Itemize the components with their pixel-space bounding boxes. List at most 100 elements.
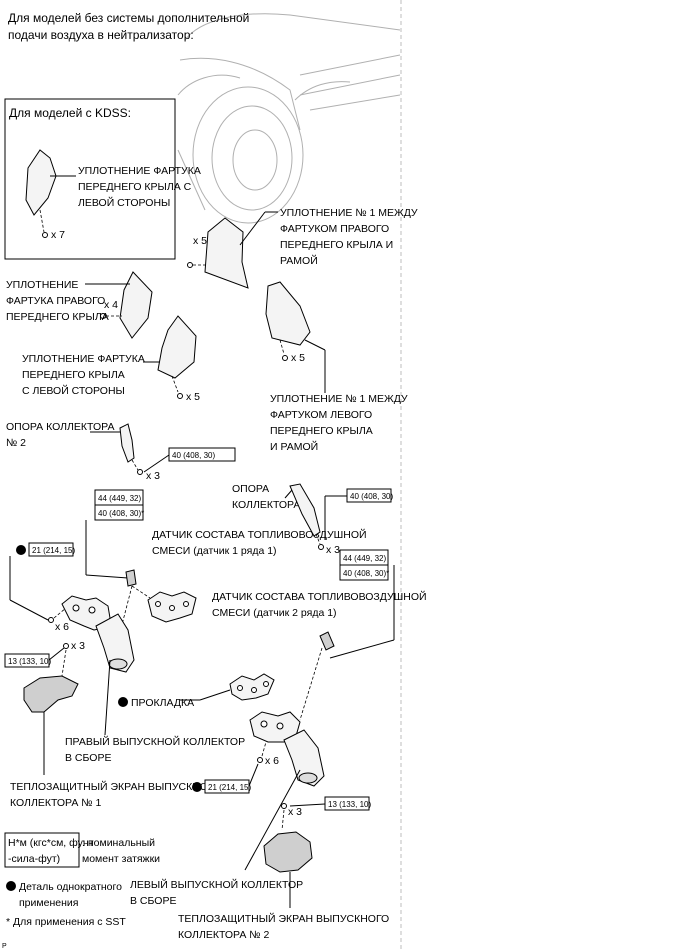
bolt-icon — [282, 355, 288, 361]
left-fender-label-3: С ЛЕВОЙ СТОРОНЫ — [22, 384, 125, 397]
kdss-seal-label-2: ПЕРЕДНЕГО КРЫЛА С — [78, 181, 192, 193]
right-seal-no1-part — [204, 217, 249, 289]
left-insulator-group: 13 (133, 10) x 3 ТЕПЛОЗАЩИТНЫЙ ЭКРАН ВЫП… — [178, 796, 389, 941]
left-fender-qty: x 5 — [186, 391, 200, 403]
stay2-torque: 40 (408, 30) — [172, 451, 215, 460]
left-seal-label-4: И РАМОЙ — [270, 440, 318, 453]
right-fender-label-3: ПЕРЕДНЕГО КРЫЛА — [6, 311, 109, 323]
non-reusable-marker-icon — [118, 697, 128, 707]
left-insulator-qty: x 3 — [288, 806, 302, 818]
insulator2-label-1: ТЕПЛОЗАЩИТНЫЙ ЭКРАН ВЫПУСКНОГО — [178, 912, 389, 925]
nut-icon — [257, 757, 263, 763]
right-manifold-fasteners: 21 (214, 15) x 6 — [9, 542, 75, 633]
bolt-icon — [177, 393, 183, 399]
left-manifold-converter — [283, 729, 325, 787]
right-fender-seal-group: x 4 УПЛОТНЕНИЕ ФАРТУКА ПРАВОГО ПЕРЕДНЕГО… — [6, 271, 153, 339]
bolt-icon — [187, 262, 193, 268]
non-reusable-marker-icon — [192, 782, 202, 792]
right-fender-label-1: УПЛОТНЕНИЕ — [6, 279, 78, 291]
right-insulator-part — [23, 675, 79, 713]
insulator1-label-2: КОЛЛЕКТОРА № 1 — [10, 797, 101, 809]
left-manifold-label-1: ЛЕВЫЙ ВЫПУСКНОЙ КОЛЛЕКТОР — [130, 878, 303, 891]
legend: Н*м (кгс*см, фунт -сила-фут) : номинальн… — [4, 832, 160, 928]
right-seal-label-4: РАМОЙ — [280, 254, 318, 267]
left-fender-seal-part — [157, 315, 197, 379]
manifold-stay-2-part — [119, 423, 135, 463]
kdss-qty: x 7 — [51, 229, 65, 241]
right-manifold-torque-box — [28, 542, 74, 557]
sensor2-torque-a: 44 (449, 32) — [343, 554, 386, 563]
stay2-qty: x 3 — [146, 470, 160, 482]
left-seal-qty: x 5 — [291, 352, 305, 364]
left-seal-no1-part — [265, 281, 311, 346]
legend-sst-note: * Для применения с SST — [6, 916, 126, 928]
af-sensor-2-group: 44 (449, 32) 40 (408, 30)* ДАТЧИК СОСТАВ… — [212, 549, 427, 721]
stay-qty: x 3 — [326, 544, 340, 556]
stay-torque: 40 (408, 30) — [350, 492, 393, 501]
left-seal-no1-group: x 5 УПЛОТНЕНИЕ № 1 МЕЖДУ ФАРТУКОМ ЛЕВОГО… — [265, 281, 408, 453]
bolt-icon — [318, 544, 324, 550]
left-fender-seal-group: x 5 УПЛОТНЕНИЕ ФАРТУКА ПЕРЕДНЕГО КРЫЛА С… — [22, 315, 200, 403]
bolt-icon — [137, 469, 143, 475]
non-reusable-marker-icon — [6, 881, 16, 891]
right-fender-qty: x 4 — [104, 299, 118, 311]
legend-unit-line-1: Н*м (кгс*см, фунт — [8, 837, 94, 849]
kdss-title: Для моделей с KDSS: — [9, 106, 131, 120]
kdss-left-fender-seal-part — [25, 149, 57, 216]
right-insulator-torque: 13 (133, 10) — [8, 657, 51, 666]
vehicle-outline — [177, 13, 401, 224]
bolt-icon — [281, 803, 287, 809]
non-reusable-marker-icon — [16, 545, 26, 555]
insulator2-label-2: КОЛЛЕКТОРА № 2 — [178, 929, 269, 941]
insulator1-label-1: ТЕПЛОЗАЩИТНЫЙ ЭКРАН ВЫПУСКНОГО — [10, 780, 221, 793]
sensor1-torque-b: 40 (408, 30)* — [98, 509, 144, 518]
left-manifold-torque-box — [204, 779, 250, 794]
right-manifold-qty: x 6 — [55, 621, 69, 633]
right-seal-label-2: ФАРТУКОМ ПРАВОГО — [280, 223, 389, 235]
right-manifold-group: ПРАВЫЙ ВЫПУСКНОЙ КОЛЛЕКТОР В СБОРЕ — [61, 595, 245, 764]
left-insulator-part — [263, 831, 313, 873]
left-fender-label-1: УПЛОТНЕНИЕ ФАРТУКА — [22, 353, 145, 365]
manifold-stay-2-group: ОПОРА КОЛЛЕКТОРА № 2 x 3 40 (408, 30) — [6, 421, 236, 482]
legend-nonreusable-2: применения — [19, 897, 78, 909]
right-seal-label-1: УПЛОТНЕНИЕ № 1 МЕЖДУ — [280, 207, 418, 219]
af-sensor-1-label-1: ДАТЧИК СОСТАВА ТОПЛИВОВОЗДУШНОЙ — [152, 528, 367, 541]
kdss-seal-label-1: УПЛОТНЕНИЕ ФАРТУКА — [78, 165, 201, 177]
gasket-group: ПРОКЛАДКА — [118, 585, 275, 709]
bolt-icon — [63, 643, 69, 649]
manifold-stay-group: ОПОРА КОЛЛЕКТОРА x 3 40 (408, 30) — [232, 483, 393, 556]
stay-label-2: КОЛЛЕКТОРА — [232, 499, 300, 511]
sensor2-torque-b: 40 (408, 30)* — [343, 569, 389, 578]
left-manifold-torque: 21 (214, 15) — [208, 783, 251, 792]
left-manifold-group: ЛЕВЫЙ ВЫПУСКНОЙ КОЛЛЕКТОР В СБОРЕ — [130, 711, 325, 907]
af-sensor-2-label-1: ДАТЧИК СОСТАВА ТОПЛИВОВОЗДУШНОЙ — [212, 590, 427, 603]
bolt-icon — [100, 313, 106, 319]
left-manifold-qty: x 6 — [265, 755, 279, 767]
right-manifold-torque: 21 (214, 15) — [32, 546, 75, 555]
left-manifold-flange — [249, 711, 301, 743]
legend-unit-desc-2: момент затяжки — [82, 853, 160, 865]
header-note-line-1: Для моделей без системы дополнительной — [8, 11, 249, 25]
stay-label-1: ОПОРА — [232, 483, 269, 495]
left-manifold-fasteners: 21 (214, 15) x 6 — [192, 741, 279, 794]
af-sensor-2-label-2: СМЕСИ (датчик 2 ряда 1) — [212, 607, 337, 619]
right-insulator-torque-box — [4, 653, 50, 668]
af-sensor-2-part — [319, 631, 335, 651]
sensor1-torque-a: 44 (449, 32) — [98, 494, 141, 503]
right-seal-no1-group: x 5 УПЛОТНЕНИЕ № 1 МЕЖДУ ФАРТУКОМ ПРАВОГ… — [187, 207, 418, 289]
right-seal-qty: x 5 — [193, 235, 207, 247]
right-insulator-qty: x 3 — [71, 640, 85, 652]
left-seal-label-1: УПЛОТНЕНИЕ № 1 МЕЖДУ — [270, 393, 408, 405]
nut-icon — [48, 617, 54, 623]
af-sensor-1-label-2: СМЕСИ (датчик 1 ряда 1) — [152, 545, 277, 557]
left-insulator-torque-box — [324, 796, 370, 811]
legend-unit-line-2: -сила-фут) — [8, 853, 60, 865]
header-note-line-2: подачи воздуха в нейтрализатор: — [8, 28, 194, 42]
right-seal-label-3: ПЕРЕДНЕГО КРЫЛА И — [280, 239, 393, 251]
left-manifold-label-2: В СБОРЕ — [130, 895, 176, 907]
kdss-inset: Для моделей с KDSS: x 7 УПЛОТНЕНИЕ ФАРТУ… — [4, 98, 201, 260]
af-sensor-1-part — [125, 569, 137, 587]
stay2-label-1: ОПОРА КОЛЛЕКТОРА — [6, 421, 114, 433]
right-fender-label-2: ФАРТУКА ПРАВОГО — [6, 295, 105, 307]
stay2-torque-box — [168, 447, 236, 462]
